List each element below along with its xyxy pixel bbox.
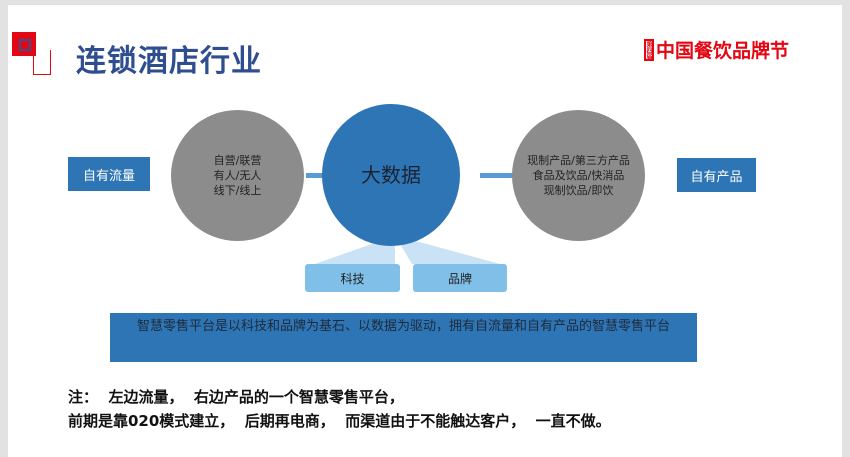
- summary-banner: 智慧零售平台是以科技和品牌为基石、以数据为驱动，拥有自流量和自有产品的智慧零售平…: [110, 313, 697, 362]
- right-connector: [480, 173, 514, 178]
- note-line: 注： 左边流量， 右边产品的一个智慧零售平台，: [68, 388, 404, 406]
- right-circle-line: 食品及饮品/快消品: [532, 169, 625, 182]
- brand-box: 品牌: [413, 264, 507, 292]
- right-circle-line: 现制产品/第三方产品: [527, 154, 630, 167]
- title-decoration-square: [33, 50, 51, 75]
- logo-text: 中国餐饮品牌节: [656, 40, 790, 62]
- right-circle-line: 现制饮品/即饮: [543, 184, 614, 197]
- right-box-own-products: 自有产品: [677, 158, 756, 192]
- left-circle-line: 线下/线上: [213, 184, 262, 197]
- center-label: 大数据: [361, 162, 421, 187]
- left-circle: 自营/联营 有人/无人 线下/线上: [171, 110, 304, 241]
- fan-right: [400, 240, 500, 264]
- tech-box: 科技: [305, 264, 400, 292]
- brand-logo: 第四届 中国餐饮品牌节: [644, 36, 789, 63]
- left-circle-line: 有人/无人: [213, 169, 262, 182]
- title-decoration-square-red: [12, 32, 36, 56]
- fan-left: [315, 240, 395, 264]
- left-box-own-traffic: 自有流量: [68, 157, 150, 191]
- left-circle-line: 自营/联营: [213, 154, 262, 167]
- logo-seal: 第四届: [644, 38, 654, 61]
- page-title: 连锁酒店行业: [76, 44, 262, 79]
- note-line: 前期是靠020模式建立， 后期再电商， 而渠道由于不能触达客户， 一直不做。: [68, 412, 611, 430]
- right-circle: 现制产品/第三方产品 食品及饮品/快消品 现制饮品/即饮: [512, 110, 645, 241]
- center-circle-big-data: 大数据: [322, 104, 460, 246]
